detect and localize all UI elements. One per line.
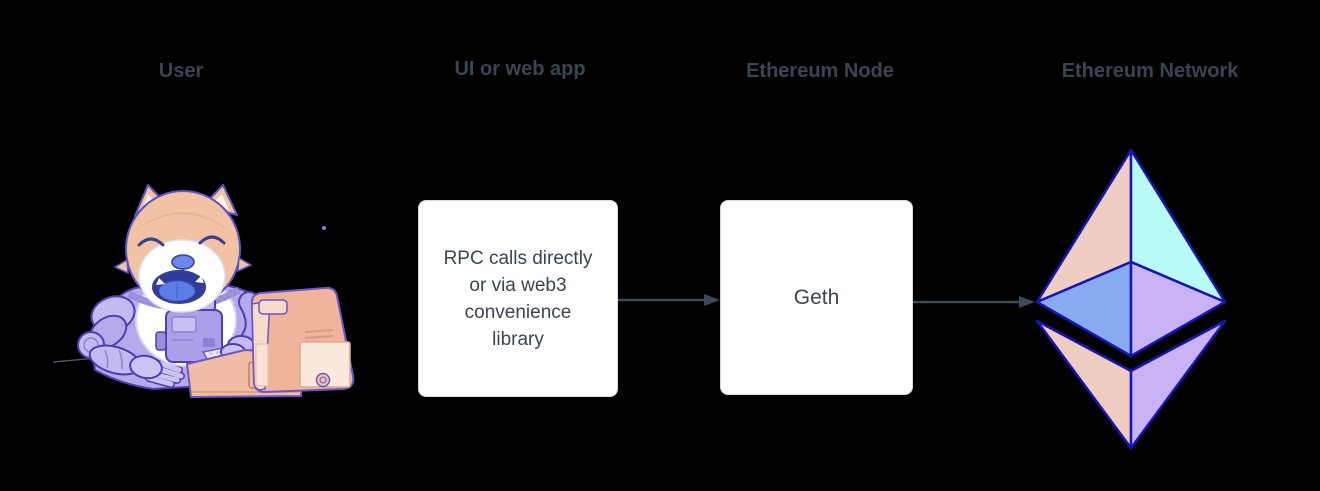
- user-doge-illustration-icon: [53, 184, 355, 398]
- ui-box-text-line: convenience: [464, 301, 572, 323]
- ethereum-network-logo-icon: [1035, 148, 1227, 450]
- ui-box-text-line: RPC calls directly: [443, 247, 593, 269]
- geth-node-box: Geth: [720, 200, 913, 395]
- ui-box-text-line: library: [492, 328, 544, 350]
- ui-web-app-box: RPC calls directly or via web3 convenien…: [418, 200, 618, 397]
- node-column-label: Ethereum Node: [746, 60, 894, 82]
- arrow-node-to-network-icon: [913, 296, 1035, 308]
- arrow-ui-to-node-icon: [618, 294, 720, 306]
- ui-box-text-line: or via web3: [469, 274, 567, 296]
- ui-column-label: UI or web app: [454, 58, 586, 80]
- network-column-label: Ethereum Network: [1061, 60, 1239, 82]
- user-column-label: User: [158, 60, 204, 82]
- geth-box-label: Geth: [793, 285, 840, 309]
